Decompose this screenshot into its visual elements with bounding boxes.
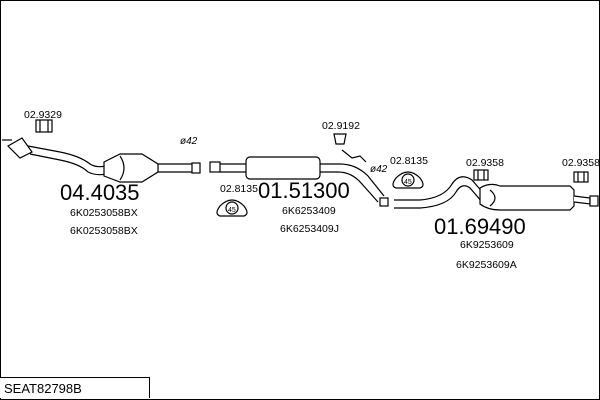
clamp-icon: 45: [392, 171, 424, 189]
part-number: 01.69490: [434, 214, 526, 239]
hanger-icon: [573, 171, 589, 183]
catalytic-converter: [103, 153, 201, 183]
middle-silencer: [209, 156, 389, 207]
diameter-label: ø42: [180, 136, 198, 147]
rear-silencer: [394, 176, 599, 211]
part-number: 01.51300: [258, 178, 350, 203]
oem-number: 6K0253058BX: [70, 207, 138, 219]
oem-number: 6K6253409: [282, 205, 336, 217]
oem-number: 6K6253409J: [280, 223, 339, 235]
accessory-ref: 02.9329: [24, 109, 62, 121]
accessory-ref: 02.9192: [322, 120, 360, 132]
clamp-label: 45: [228, 207, 236, 214]
part-number: 04.4035: [60, 180, 140, 205]
accessory-ref: 02.9358: [562, 157, 600, 169]
hanger-icon: [35, 119, 53, 133]
hanger-icon: [333, 133, 367, 163]
clamp-icon: 45: [216, 199, 248, 217]
accessory-ref: 02.8135: [220, 183, 258, 195]
front-pipe: [2, 137, 107, 176]
diagram-code: SEAT82798B: [0, 377, 150, 398]
accessory-ref: 02.9358: [466, 157, 504, 169]
clamp-label: 45: [404, 179, 412, 186]
oem-number: 6K0253058BX: [70, 225, 138, 237]
accessory-ref: 02.8135: [390, 155, 428, 167]
oem-number: 6K9253609A: [456, 259, 517, 271]
diameter-label: ø42: [370, 164, 388, 175]
oem-number: 6K9253609: [460, 239, 514, 251]
hanger-icon: [473, 169, 489, 181]
